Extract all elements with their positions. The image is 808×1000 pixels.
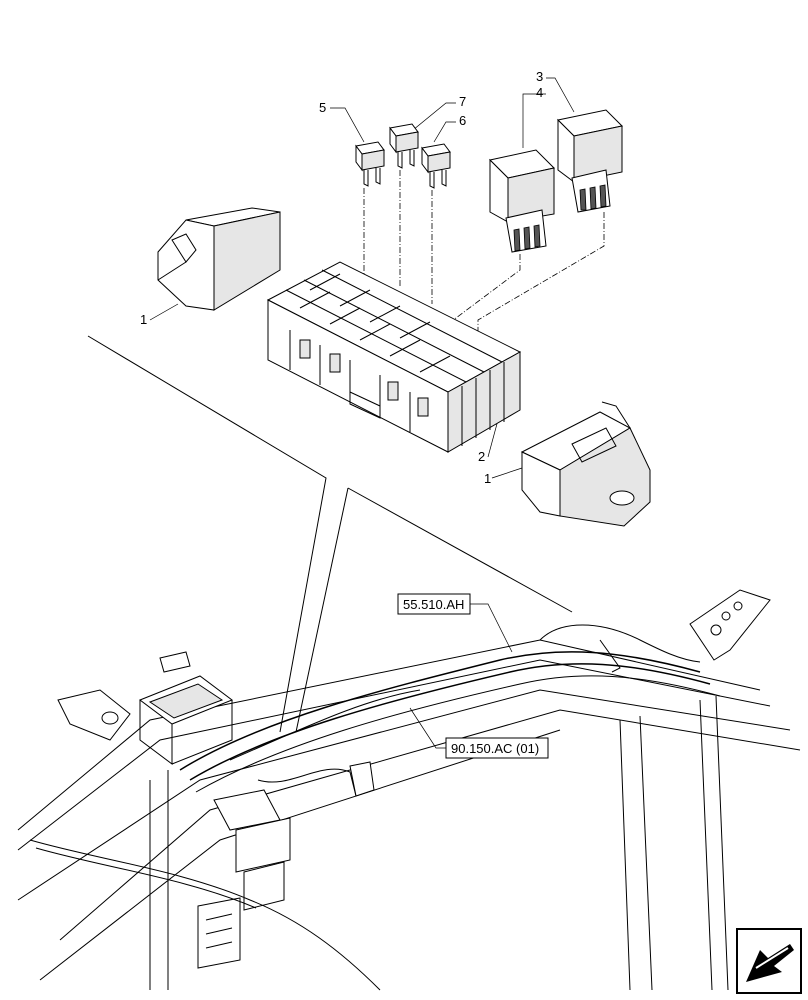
reference-lower[interactable]: 90.150.AC (01) [409, 707, 549, 759]
fuse-7 [389, 123, 419, 169]
leader-lines [149, 77, 575, 479]
fuse-relay-box [266, 261, 522, 453]
callout-7: 7 [459, 94, 466, 109]
callout-4: 4 [536, 85, 543, 100]
callout-2: 2 [478, 449, 485, 464]
fuse-6 [421, 143, 451, 189]
reference-upper[interactable]: 55.510.AH [397, 593, 513, 653]
navigation-arrow-icon[interactable] [736, 928, 802, 994]
callout-3: 3 [536, 69, 543, 84]
cab-harness [17, 589, 801, 991]
cover-left [157, 207, 281, 311]
callout-1-left: 1 [140, 312, 147, 327]
cover-right [520, 401, 651, 527]
reference-lower-label: 90.150.AC (01) [451, 741, 539, 756]
relay-4 [488, 149, 556, 253]
locator-lines [87, 335, 573, 733]
reference-upper-label: 55.510.AH [403, 597, 464, 612]
callout-1-right: 1 [484, 471, 491, 486]
fuse-5 [355, 141, 385, 187]
callout-5: 5 [319, 100, 326, 115]
relay-3 [556, 109, 624, 213]
callout-6: 6 [459, 113, 466, 128]
